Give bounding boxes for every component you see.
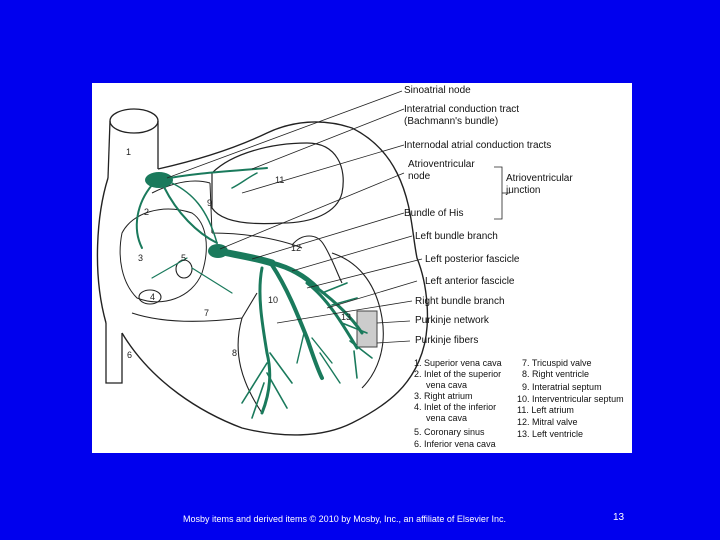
label-interatrial-tract: Interatrial conduction tract [404, 104, 520, 115]
mitral-valve [291, 235, 343, 284]
label-left-posterior-fascicle: Left posterior fascicle [425, 254, 520, 265]
legend-item: 7. Tricuspid valve [522, 358, 592, 368]
legend-item: 8. Right ventricle [522, 369, 590, 379]
legend-item: 1. Superior vena cava [414, 358, 502, 368]
marker-12: 12 [291, 243, 302, 253]
legend-item: 5. Coronary sinus [414, 427, 485, 437]
inferior-vena-cava [105, 323, 123, 384]
right-bundle-branch [258, 266, 272, 415]
marker-11: 11 [275, 175, 285, 185]
label-left-anterior-fascicle: Left anterior fascicle [425, 276, 515, 287]
legend-item: 11. Left atrium [517, 405, 574, 415]
label-bachmanns-bundle: (Bachmann's bundle) [404, 116, 499, 127]
left-atrium [211, 142, 344, 225]
label-bundle-of-his: Bundle of His [404, 208, 464, 219]
label-av-junction-1: Atrioventricular [506, 173, 573, 184]
label-left-bundle-branch: Left bundle branch [415, 231, 498, 242]
slide-number: 13 [613, 512, 625, 523]
copyright-footer: Mosby items and derived items © 2010 by … [183, 514, 506, 524]
legend-item: vena cava [426, 380, 468, 390]
label-purkinje-network: Purkinje network [415, 315, 489, 326]
septum-lines [151, 180, 303, 249]
marker-9: 9 [207, 198, 213, 208]
legend-item: 10. Interventricular septum [517, 394, 624, 404]
label-purkinje-fibers: Purkinje fibers [415, 335, 479, 346]
legend-item: 4. Inlet of the inferior [414, 402, 497, 412]
label-right-bundle-branch: Right bundle branch [415, 296, 505, 307]
right-atrium [119, 208, 207, 303]
legend-item: vena cava [426, 413, 468, 423]
label-internodal-tracts: Internodal atrial conduction tracts [404, 140, 552, 151]
left-ventricle-wall [331, 252, 384, 389]
legend-item: 2. Inlet of the superior [414, 369, 502, 379]
marker-6: 6 [127, 350, 133, 360]
marker-10: 10 [268, 295, 279, 305]
label-av-junction-2: junction [506, 185, 541, 196]
label-av-node-2: node [408, 171, 431, 182]
heart-conduction-diagram: Sinoatrial node Interatrial conduction t… [92, 83, 632, 453]
conduction-system [135, 167, 373, 419]
label-sinoatrial-node: Sinoatrial node [404, 85, 471, 96]
marker-3: 3 [138, 253, 144, 263]
label-av-node-1: Atrioventricular [408, 159, 475, 170]
legend-item: 9. Interatrial septum [522, 382, 602, 392]
leader-lines [166, 90, 510, 344]
legend-item: 6. Inferior vena cava [414, 439, 496, 449]
marker-8: 8 [232, 348, 238, 358]
marker-1: 1 [126, 147, 132, 157]
heart-outline [96, 121, 429, 436]
marker-5: 5 [181, 253, 187, 263]
right-ventricle-wall [131, 292, 263, 414]
inferior-inlet [138, 289, 162, 305]
legend-item: 12. Mitral valve [517, 417, 578, 427]
heart-illustration [96, 90, 510, 436]
marker-7: 7 [204, 308, 210, 318]
bundle-of-his [214, 247, 276, 267]
marker-13: 13 [341, 312, 352, 322]
marker-2: 2 [144, 207, 150, 217]
legend-item: 3. Right atrium [414, 391, 473, 401]
superior-vena-cava [107, 108, 159, 179]
legend-item: 13. Left ventricle [517, 429, 584, 439]
marker-4: 4 [150, 292, 156, 302]
